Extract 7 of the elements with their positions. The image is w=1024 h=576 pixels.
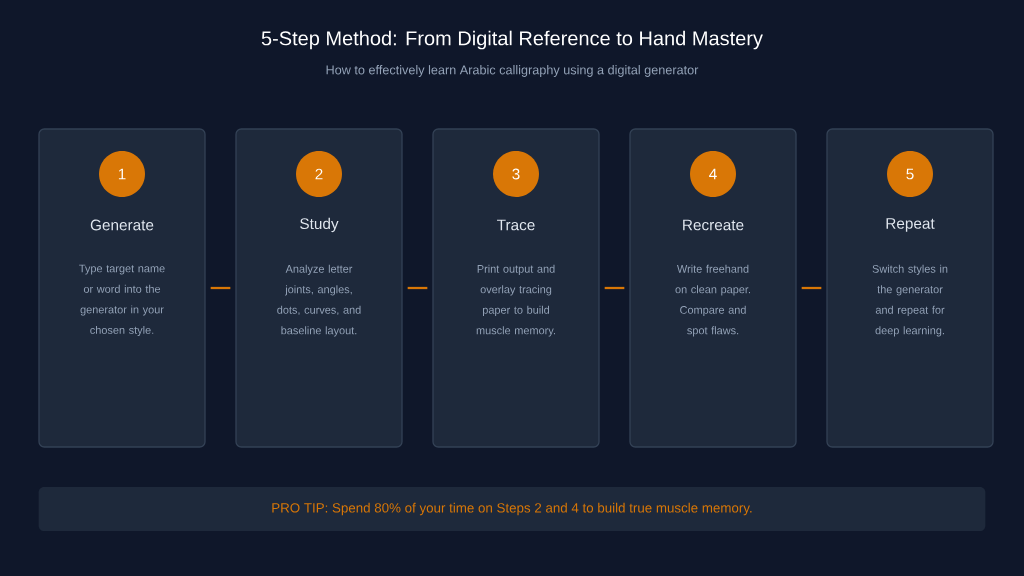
title: 5-Step Method: From Digital Reference to Hand Mastery — [261, 30, 763, 50]
connector-line — [801, 286, 822, 290]
tip-banner: PRO TIP: Spend 80% of your time on Steps 2 and 4 to build true muscle memory. — [38, 487, 986, 531]
connector-line — [604, 286, 625, 290]
subtitle: How to effectively learn Arabic calligraphy using a digital generator — [326, 65, 699, 77]
connector-line — [407, 286, 428, 290]
connector-line — [210, 286, 231, 290]
